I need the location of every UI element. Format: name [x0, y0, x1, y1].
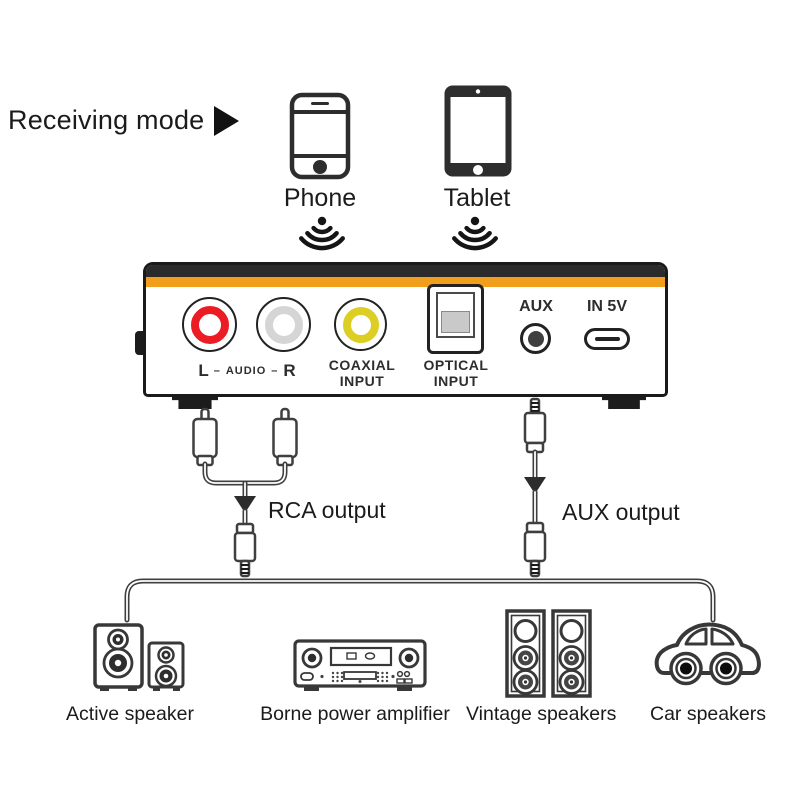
- coaxial-input-label: COAXIAL INPUT: [328, 357, 396, 389]
- optical-input-label: OPTICAL INPUT: [423, 357, 489, 389]
- optical-port: [427, 284, 484, 354]
- car-speakers-label: Car speakers: [650, 703, 766, 725]
- dash-separator: –: [271, 365, 279, 377]
- right-channel-label: R: [283, 361, 296, 380]
- aux-output-cable: [523, 397, 547, 578]
- power-amplifier-icon: [293, 639, 427, 691]
- receiving-mode-header: Receiving mode: [8, 104, 240, 136]
- usb-c-port: [584, 328, 630, 350]
- device-top-edge: [146, 265, 665, 277]
- vintage-speakers-icon: [505, 609, 592, 698]
- rca-output-cable: [192, 407, 298, 578]
- device-foot-left: [172, 396, 218, 409]
- down-arrow-icon: [524, 477, 546, 494]
- aux-jack: [520, 323, 551, 354]
- usb-c-slit: [594, 337, 620, 341]
- receiving-mode-label: Receiving mode: [8, 104, 205, 135]
- coaxial-jack-yellow: [334, 298, 387, 351]
- tablet-label: Tablet: [443, 184, 511, 212]
- down-arrow-icon: [234, 496, 256, 513]
- rca-output-label: RCA output: [268, 497, 386, 523]
- active-speaker-icon: [93, 623, 185, 691]
- left-channel-label: L: [198, 361, 209, 380]
- phone-label: Phone: [283, 184, 357, 212]
- rca-jack-right-white: [256, 297, 311, 352]
- device-foot-right: [602, 396, 646, 409]
- rca-jack-left-red: [182, 297, 237, 352]
- aux-output-label: AUX output: [562, 499, 680, 525]
- wireless-signal-icon: [452, 216, 498, 251]
- device-accent-stripe: [146, 277, 665, 287]
- aux-port-label: AUX: [519, 298, 553, 315]
- active-speaker-label: Active speaker: [66, 703, 194, 725]
- bluetooth-receiver-device: AUX IN 5V L – AUDIO – R COAXIAL INPUT OP…: [143, 262, 668, 397]
- play-triangle-icon: [214, 106, 240, 136]
- car-speakers-icon: [654, 622, 761, 686]
- audio-lr-label: L – AUDIO – R: [186, 361, 308, 381]
- power-port-label: IN 5V: [586, 298, 627, 315]
- audio-label: AUDIO: [225, 365, 267, 377]
- phone-icon: [289, 92, 351, 180]
- wireless-signal-icon: [299, 216, 345, 251]
- vintage-speakers-label: Vintage speakers: [466, 703, 617, 725]
- device-side-button: [135, 331, 146, 355]
- dash-separator: –: [213, 365, 221, 377]
- output-bus-cable: [124, 578, 716, 623]
- tablet-icon: [444, 85, 512, 177]
- power-amplifier-label: Borne power amplifier: [260, 703, 450, 725]
